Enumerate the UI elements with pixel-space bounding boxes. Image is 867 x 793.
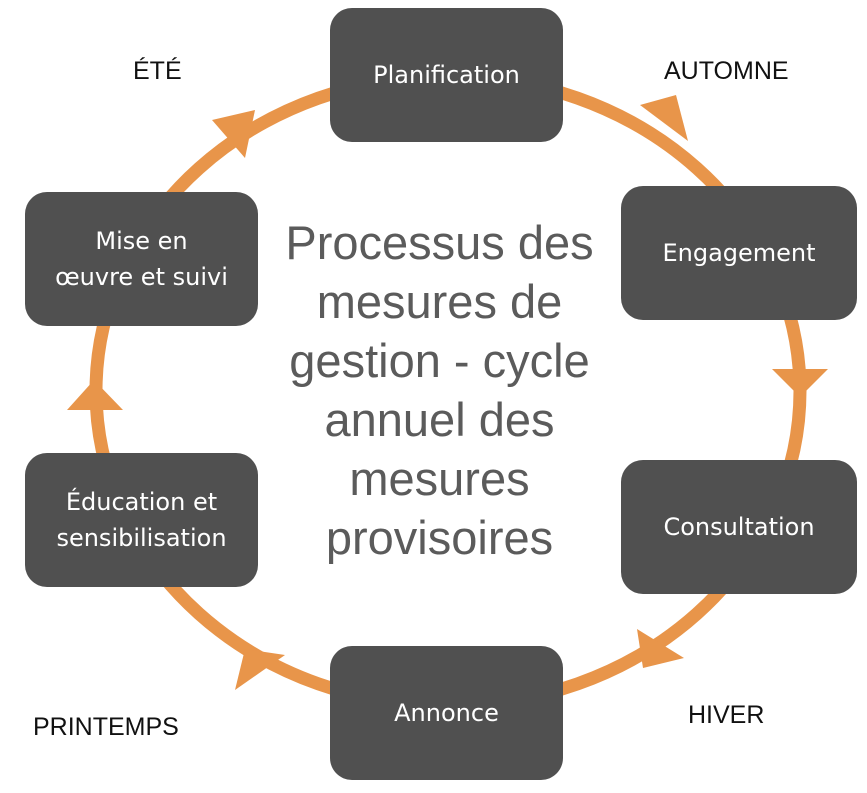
title-line: annuel des bbox=[324, 393, 555, 446]
title-line: provisoires bbox=[325, 511, 554, 564]
diagram-title: Processus des mesures de gestion - cycle… bbox=[262, 213, 617, 567]
title-line: mesures bbox=[349, 452, 530, 505]
step-label: Annonce bbox=[394, 699, 499, 727]
step-mise-en-oeuvre-suivi: Mise en œuvre et suivi bbox=[25, 192, 258, 326]
step-label: Planification bbox=[373, 61, 520, 89]
step-label-line: Mise en bbox=[95, 227, 188, 255]
step-consultation: Consultation bbox=[621, 460, 857, 594]
arrow-to-education bbox=[235, 649, 285, 690]
step-label-line: sensibilisation bbox=[56, 524, 227, 552]
title-line: Processus des bbox=[285, 216, 594, 269]
arrow-to-engagement bbox=[640, 95, 688, 141]
season-label-printemps: PRINTEMPS bbox=[33, 713, 179, 741]
season-label-automne: AUTOMNE bbox=[664, 57, 789, 85]
step-label: Engagement bbox=[662, 239, 816, 267]
season-label-hiver: HIVER bbox=[688, 701, 765, 729]
arrow-to-mise-en-oeuvre bbox=[67, 380, 123, 410]
arrow-to-consultation bbox=[772, 369, 828, 397]
step-label-line: Éducation et bbox=[65, 488, 218, 516]
title-line: mesures de bbox=[316, 275, 563, 328]
step-education-sensibilisation: Éducation et sensibilisation bbox=[25, 453, 258, 587]
step-label-line: œuvre et suivi bbox=[55, 263, 228, 291]
step-planification: Planification bbox=[330, 8, 563, 142]
step-engagement: Engagement bbox=[621, 186, 857, 320]
arrow-to-planification bbox=[212, 110, 255, 158]
season-label-ete: ÉTÉ bbox=[133, 57, 182, 85]
title-line: gestion - cycle bbox=[289, 334, 590, 387]
arrow-to-annonce bbox=[637, 629, 684, 668]
step-annonce: Annonce bbox=[330, 646, 563, 780]
step-label: Consultation bbox=[663, 513, 815, 541]
